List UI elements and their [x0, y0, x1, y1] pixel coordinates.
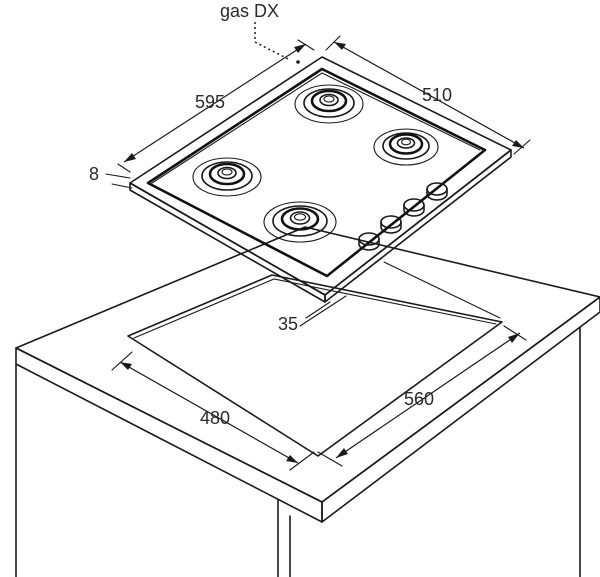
gas-connection-label: gas DX — [220, 1, 279, 21]
hob — [129, 56, 512, 303]
cutout — [127, 261, 503, 457]
dimension-hob-thickness: 8 — [89, 164, 133, 189]
hob-thickness-label: 8 — [89, 164, 99, 184]
cutout-depth-label: 480 — [200, 408, 230, 428]
dimension-hob-width: 595 — [117, 39, 315, 173]
countertop-right-edge — [321, 296, 600, 523]
gas-connection-callout: gas DX — [220, 1, 300, 64]
knob-1 — [358, 232, 380, 251]
knob-4 — [426, 182, 448, 201]
hob-inner-frame-highlight — [151, 72, 481, 184]
gas-leader-dotted — [254, 22, 291, 61]
burner-front — [263, 201, 337, 243]
gas-inlet-point — [296, 60, 300, 64]
cutout-width-label: 560 — [404, 389, 434, 409]
countertop — [15, 226, 600, 577]
hob-side-thickness — [129, 182, 326, 303]
hob-depth-label: 510 — [422, 85, 452, 105]
burner-right — [373, 128, 439, 166]
countertop-front-edge — [15, 347, 323, 523]
cutout-opening — [127, 274, 503, 457]
dimension-hob-height: 35 — [278, 295, 347, 334]
burner-back — [294, 84, 364, 124]
hob-front-thickness — [324, 149, 512, 303]
hob-inner-frame — [146, 67, 487, 278]
control-knobs — [358, 182, 448, 251]
cutout-inner-edge — [133, 278, 497, 339]
cutout-shadow-edge — [383, 261, 501, 319]
hob-top-plate — [129, 56, 512, 296]
knob-2 — [380, 215, 402, 234]
dimension-cutout-width: 560 — [317, 325, 527, 467]
countertop-surface — [15, 226, 600, 503]
knob-3 — [403, 198, 425, 217]
dimension-cutout-depth: 480 — [111, 351, 315, 471]
burner-left — [192, 157, 262, 197]
hob-height-label: 35 — [278, 314, 298, 334]
dimension-hob-depth: 510 — [325, 35, 531, 155]
hob-width-label: 595 — [195, 92, 225, 112]
